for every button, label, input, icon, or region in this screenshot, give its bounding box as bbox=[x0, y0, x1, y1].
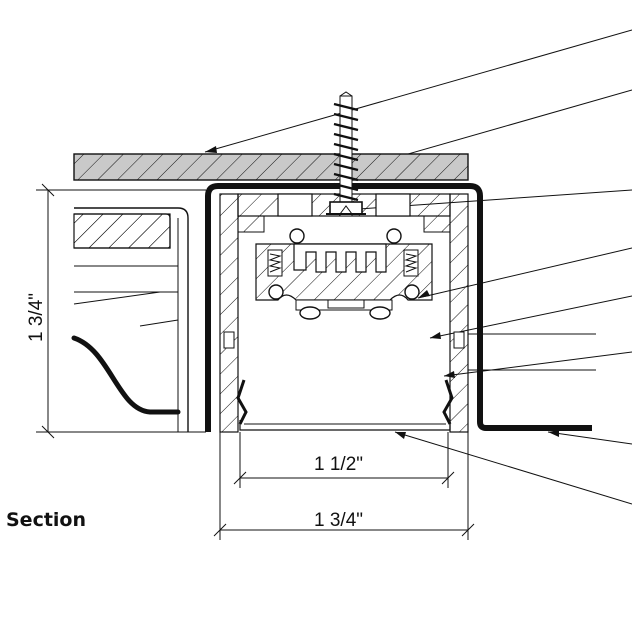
height-dimension bbox=[36, 183, 206, 439]
inner-width-label: 1 1/2" bbox=[314, 454, 363, 475]
mounting-screw bbox=[326, 91, 366, 217]
heat-sink bbox=[255, 243, 433, 311]
adjacent-profile bbox=[73, 207, 189, 432]
retaining-rollers bbox=[268, 228, 420, 320]
outer-width-dimension bbox=[213, 432, 475, 540]
section-title: Section bbox=[6, 509, 86, 531]
ceiling-lines bbox=[468, 333, 596, 371]
inner-width-dimension bbox=[233, 432, 455, 488]
power-cable bbox=[71, 335, 181, 415]
mounting-channel bbox=[205, 183, 592, 432]
diffuser-lens bbox=[236, 379, 454, 431]
height-dimension-label: 1 3/4" bbox=[26, 293, 47, 342]
ceiling-board bbox=[73, 153, 469, 181]
extrusion-housing bbox=[219, 193, 469, 433]
outer-width-label: 1 3/4" bbox=[314, 510, 363, 531]
